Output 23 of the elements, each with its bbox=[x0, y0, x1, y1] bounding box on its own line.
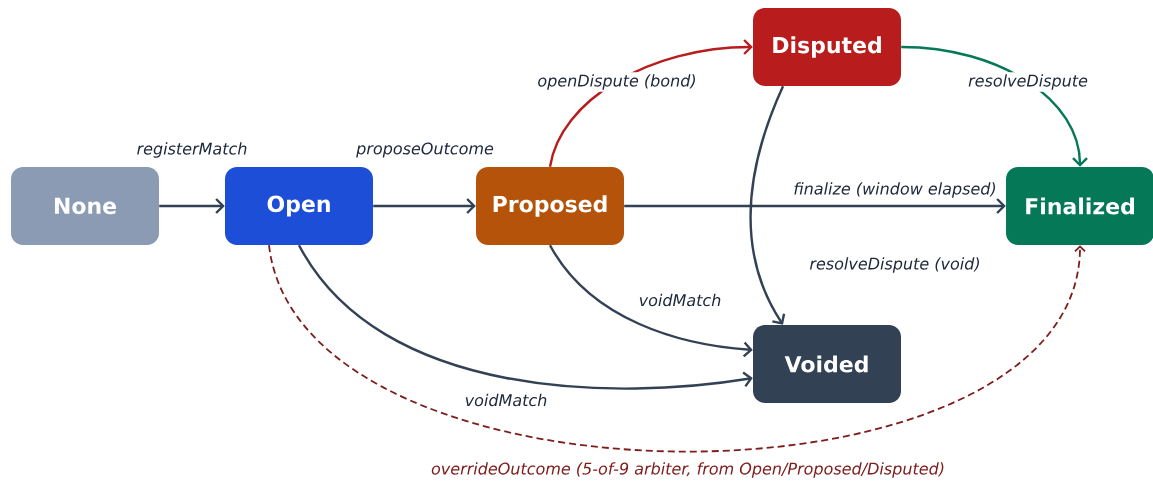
arrow bbox=[901, 45, 1088, 167]
state-box: Proposed bbox=[476, 167, 624, 245]
edge-label: resolveDispute (void) bbox=[809, 257, 979, 273]
arrow bbox=[749, 85, 786, 325]
edge-label: openDispute (bond) bbox=[535, 72, 699, 92]
arrow bbox=[268, 244, 1086, 453]
edge-label: voidMatch bbox=[465, 393, 547, 407]
arrow bbox=[373, 198, 476, 214]
edge-label: voidMatch bbox=[639, 293, 721, 307]
arrow bbox=[549, 244, 753, 358]
edge-label: overrideOutcome (5-of-9 arbiter, from Open/Proposed/Disputed) bbox=[431, 462, 944, 478]
state-box: Voided bbox=[753, 325, 901, 403]
edge-label: registerMatch bbox=[137, 142, 247, 158]
arrow bbox=[624, 198, 1006, 214]
arrow bbox=[159, 198, 225, 214]
edge-label: resolveDispute bbox=[966, 72, 1090, 92]
edge-label: finalize (window elapsed) bbox=[794, 182, 996, 198]
arrow bbox=[298, 244, 753, 390]
state-box: Open bbox=[225, 167, 373, 245]
edge-label: proposeOutcome bbox=[356, 142, 494, 158]
state-box: None bbox=[11, 167, 159, 245]
state-box: Finalized bbox=[1006, 167, 1153, 245]
state-box: Disputed bbox=[753, 8, 901, 86]
